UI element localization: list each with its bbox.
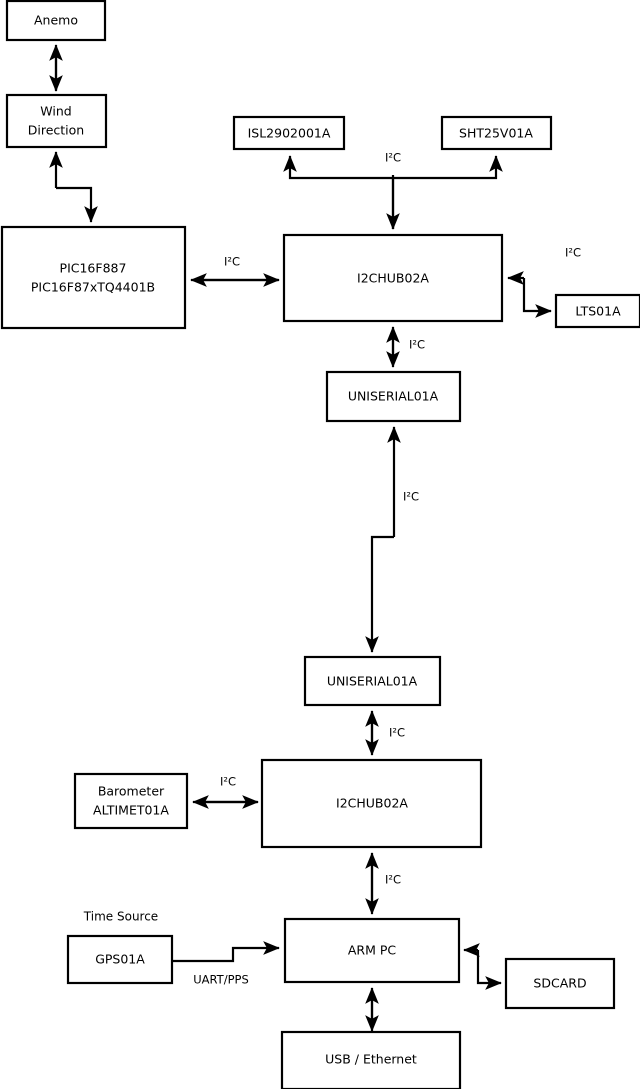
node-arm-pc[interactable]: ARM PC	[283, 917, 461, 984]
node-sdcard[interactable]: SDCARD	[504, 957, 616, 1010]
node-label-pic-line1: PIC16F887	[60, 261, 127, 276]
node-sht25v01a[interactable]: SHT25V01A	[440, 115, 553, 151]
node-uniserial01a-top[interactable]: UNISERIAL01A	[325, 370, 462, 423]
connector-pic-hub: I²C	[190, 255, 280, 287]
node-label-barometer-line1: Barometer	[98, 784, 165, 799]
edge-label-hub-uniser-top: I²C	[409, 338, 425, 352]
connector-uniser-uniser: I²C	[365, 426, 419, 653]
node-i2chub02a-bottom[interactable]: I2CHUB02A	[260, 758, 483, 849]
node-label-usb-ethernet: USB / Ethernet	[325, 1052, 417, 1067]
node-label-uniserial01a-bottom: UNISERIAL01A	[327, 674, 418, 689]
node-label-i2chub02a-bottom: I2CHUB02A	[336, 796, 408, 811]
edge-label-barometer-hub-bot: I²C	[220, 775, 236, 789]
node-uniserial01a-bottom[interactable]: UNISERIAL01A	[303, 655, 442, 707]
node-label-barometer-line2: ALTIMET01A	[93, 803, 169, 818]
node-anemo[interactable]: Anemo	[5, 0, 107, 42]
node-label-wind-direction-line2: Direction	[28, 123, 84, 138]
connector-hub-isl-sht: I²C	[283, 151, 503, 230]
node-lts01a[interactable]: LTS01A	[554, 293, 640, 329]
connector-winddir-pic	[49, 151, 98, 223]
edge-label-hub-lts: I²C	[565, 246, 581, 260]
label-time-source: Time Source	[83, 910, 158, 924]
node-label-wind-direction-line1: Wind	[40, 104, 71, 119]
node-barometer[interactable]: Barometer ALTIMET01A	[73, 772, 189, 830]
node-label-i2chub02a-top: I2CHUB02A	[357, 271, 429, 286]
node-isl2902001a[interactable]: ISL2902001A	[232, 115, 346, 151]
edge-label-uniser-uniser: I²C	[403, 490, 419, 504]
node-label-lts01a: LTS01A	[575, 304, 621, 319]
node-label-sdcard: SDCARD	[533, 976, 586, 991]
node-label-pic-line2: PIC16F87xTQ4401B	[31, 280, 155, 295]
node-i2chub02a-top[interactable]: I2CHUB02A	[282, 233, 504, 323]
node-wind-direction[interactable]: Wind Direction	[5, 93, 108, 149]
node-label-isl2902001a: ISL2902001A	[248, 126, 331, 141]
edge-label-hub-bot-armpc: I²C	[385, 873, 401, 887]
connector-hub-bot-armpc: I²C	[365, 852, 401, 915]
edge-label-hub-isl-sht: I²C	[385, 151, 401, 165]
edge-label-uniser-hub-bot: I²C	[389, 726, 405, 740]
node-gps01a[interactable]: GPS01A	[66, 934, 174, 985]
node-label-uniserial01a-top: UNISERIAL01A	[348, 389, 439, 404]
connector-barometer-hub-bot: I²C	[192, 775, 259, 809]
connector-gps-armpc: UART/PPS	[172, 941, 280, 987]
node-label-sht25v01a: SHT25V01A	[459, 126, 533, 141]
connector-hub-lts: I²C	[507, 246, 581, 318]
connector-hub-uniser-top: I²C	[386, 326, 425, 368]
node-label-gps01a: GPS01A	[95, 952, 145, 967]
connector-uniser-hub-bot: I²C	[365, 710, 405, 756]
edge-label-gps-armpc: UART/PPS	[193, 973, 249, 987]
node-pic-microcontroller[interactable]: PIC16F887 PIC16F87xTQ4401B	[0, 225, 187, 330]
node-label-anemo: Anemo	[34, 13, 78, 28]
connector-armpc-sdcard	[463, 943, 502, 990]
node-label-arm-pc: ARM PC	[348, 943, 397, 958]
node-usb-ethernet[interactable]: USB / Ethernet	[280, 1030, 462, 1089]
edge-label-pic-hub: I²C	[224, 255, 240, 269]
